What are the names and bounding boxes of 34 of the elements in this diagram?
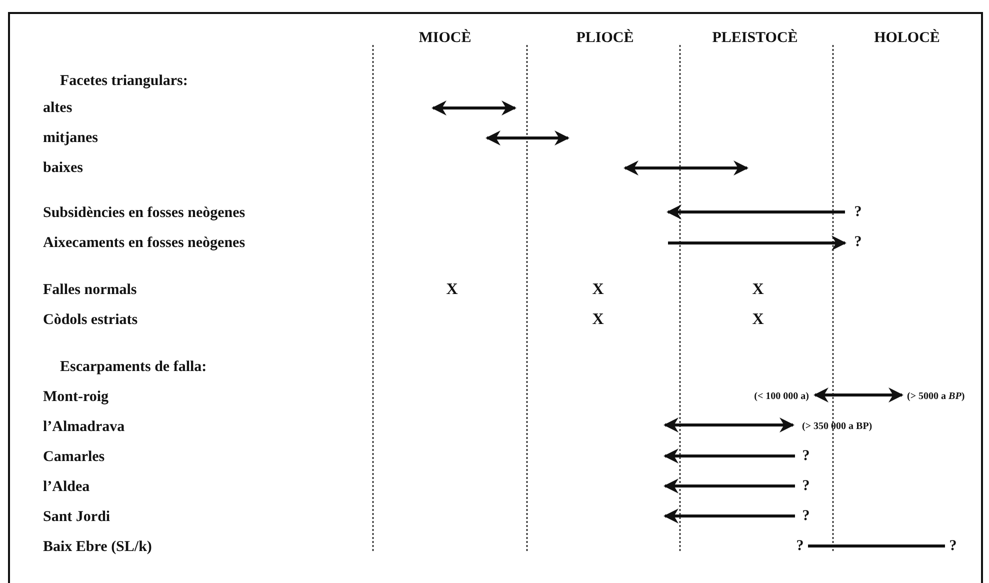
- row-label: mitjanes: [43, 130, 98, 146]
- date-note: (> 350 000 a BP): [802, 420, 872, 432]
- uncertainty-mark: ?: [854, 204, 862, 220]
- date-note: (< 100 000 a): [754, 390, 809, 402]
- uncertainty-mark: ?: [802, 508, 810, 524]
- row-label: Baix Ebre (SL/k): [43, 538, 152, 556]
- group-heading: Facetes triangulars:: [60, 72, 188, 90]
- row-label: altes: [43, 100, 72, 116]
- uncertainty-mark: ?: [854, 234, 862, 250]
- period-heading: PLIOCÈ: [576, 30, 634, 46]
- period-heading: MIOCÈ: [418, 30, 472, 46]
- row-label: Falles normals: [43, 282, 137, 298]
- date-note: (> 5000 a BP): [907, 390, 965, 402]
- uncertainty-mark: ?: [949, 538, 957, 554]
- row-label: baixes: [43, 160, 84, 176]
- occurrence-mark: X: [446, 281, 458, 299]
- row-label: Sant Jordi: [43, 508, 110, 526]
- row-label: l’Aldea: [43, 478, 90, 496]
- occurrence-mark: X: [752, 281, 764, 299]
- row-label: Mont-roig: [43, 388, 109, 406]
- period-heading: HOLOCÈ: [874, 30, 940, 46]
- row-label: Camarles: [43, 448, 105, 466]
- row-label: Còdols estriats: [43, 312, 138, 328]
- row-label: Subsidències en fosses neògenes: [43, 204, 246, 222]
- occurrence-mark: X: [752, 311, 764, 329]
- occurrence-mark: X: [592, 281, 604, 299]
- row-label: l’Almadrava: [43, 418, 125, 436]
- occurrence-mark: X: [592, 311, 604, 329]
- uncertainty-mark: ?: [802, 448, 810, 464]
- row-label: Aixecaments en fosses neògenes: [43, 234, 246, 252]
- group-heading: Escarpaments de falla:: [60, 358, 207, 376]
- period-heading: PLEISTOCÈ: [712, 30, 798, 46]
- uncertainty-mark: ?: [796, 538, 804, 554]
- uncertainty-mark: ?: [802, 478, 810, 494]
